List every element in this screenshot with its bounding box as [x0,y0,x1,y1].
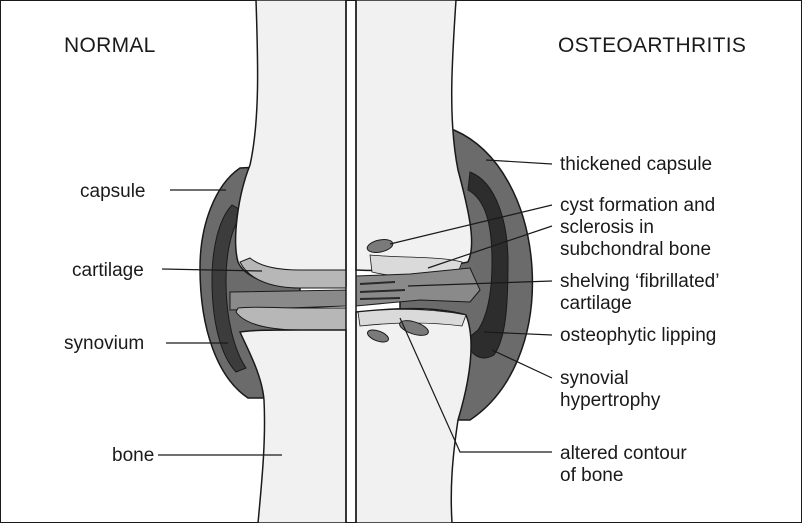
label-altered-line2: of bone [560,465,623,486]
label-altered-line1: altered contour [560,443,687,464]
label-cartilage: cartilage [72,260,144,281]
title-osteoarthritis: OSTEOARTHRITIS [558,34,746,57]
label-shelving-line1: shelving ‘fibrillated’ [560,271,719,292]
label-synovium: synovium [64,333,144,354]
label-capsule: capsule [80,181,146,202]
label-bone: bone [112,445,154,466]
label-shelving-line2: cartilage [560,293,632,314]
label-cyst-line3: subchondral bone [560,239,711,260]
label-osteophytic: osteophytic lipping [560,325,716,346]
label-thickened-capsule: thickened capsule [560,154,712,175]
label-cyst-line1: cyst formation and [560,195,715,216]
title-normal: NORMAL [64,34,156,57]
label-cyst-line2: sclerosis in [560,217,654,238]
label-synovial-line1: synovial [560,368,629,389]
label-synovial-line2: hypertrophy [560,390,661,411]
